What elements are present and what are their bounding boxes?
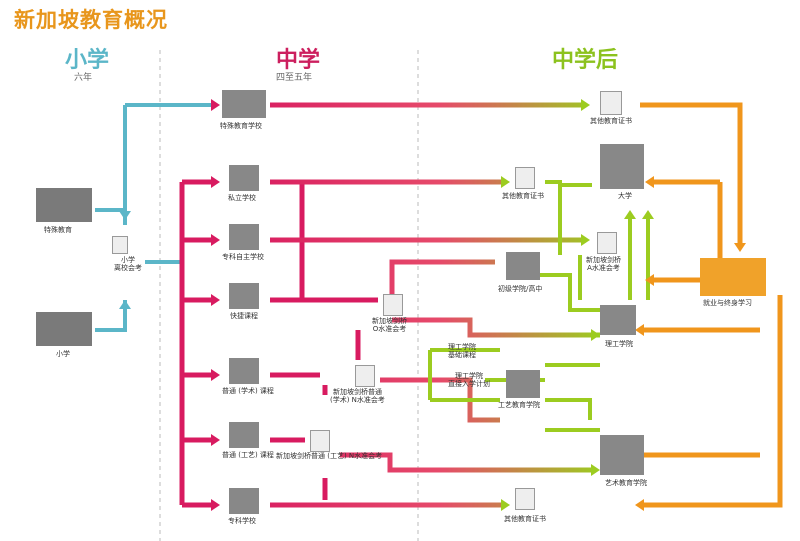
node-nt-level: 新加坡剑桥普通 (工艺) N水准会考 — [276, 452, 383, 460]
stage-secondary-sub: 四至五年 — [276, 73, 313, 83]
city-skyline-icon — [700, 258, 766, 296]
node-poly-direct-entry: 理工学院 直接入学计划 — [448, 372, 490, 389]
university-building-icon — [600, 144, 644, 189]
school-building-icon — [36, 312, 92, 346]
school-building-icon — [229, 224, 259, 250]
node-polytechnic: 理工学院 — [605, 340, 633, 348]
school-building-icon — [229, 165, 259, 191]
certificate-icon — [355, 365, 375, 387]
node-other-cert-mid: 其他教育证书 — [502, 192, 544, 200]
school-building-icon — [229, 283, 259, 309]
pathway-lines — [270, 102, 600, 508]
node-specialised-school: 专科学校 — [228, 517, 256, 525]
node-ite: 工艺教育学院 — [498, 401, 540, 409]
career-flow — [640, 102, 783, 508]
node-special-school: 特殊教育学校 — [220, 122, 262, 130]
certificate-icon — [383, 294, 403, 316]
node-express-course: 快捷课程 — [230, 312, 258, 320]
node-normal-technical: 普通 (工艺) 课程 — [222, 451, 274, 459]
certificate-icon — [600, 91, 622, 115]
node-special-education: 特殊教育 — [44, 226, 72, 234]
node-career: 就业与终身学习 — [703, 299, 752, 307]
node-junior-college: 初级学院/高中 — [498, 285, 543, 293]
node-independent-school: 专科自主学校 — [222, 253, 264, 261]
page-title: 新加坡教育概况 — [14, 8, 168, 32]
primary-flow — [95, 103, 215, 332]
node-o-level: 新加坡剑桥 O水准会考 — [372, 317, 407, 334]
certificate-icon — [112, 236, 128, 254]
node-poly-foundation: 理工学院 基础课程 — [448, 343, 476, 360]
node-arts-institution: 艺术教育学院 — [605, 479, 647, 487]
stage-post-label: 中学后 — [552, 48, 619, 73]
node-primary-school: 小学 — [56, 350, 70, 358]
certificate-icon — [515, 488, 535, 510]
node-private-school: 私立学校 — [228, 194, 256, 202]
school-building-icon — [229, 358, 259, 384]
school-building-icon — [222, 90, 266, 118]
node-other-cert-bottom: 其他教育证书 — [504, 515, 546, 523]
school-building-icon — [36, 188, 92, 222]
school-building-icon — [229, 422, 259, 448]
school-building-icon — [600, 435, 644, 475]
stage-primary-sub: 六年 — [74, 73, 93, 83]
node-a-level: 新加坡剑桥 A水准会考 — [586, 256, 621, 273]
school-building-icon — [229, 488, 259, 514]
school-building-icon — [506, 370, 540, 398]
stage-secondary-label: 中学 — [276, 48, 321, 73]
node-university: 大学 — [618, 192, 632, 200]
school-building-icon — [506, 252, 540, 280]
node-normal-academic: 普通 (学术) 课程 — [222, 387, 274, 395]
node-na-level: 新加坡剑桥普通 (学术) N水准会考 — [330, 388, 385, 405]
node-other-cert-top: 其他教育证书 — [590, 117, 632, 125]
certificate-icon — [515, 167, 535, 189]
certificate-icon — [597, 232, 617, 254]
node-psle: 小学 离校会考 — [114, 256, 142, 273]
certificate-icon — [310, 430, 330, 452]
school-building-icon — [600, 305, 636, 335]
stage-primary-label: 小学 — [65, 48, 110, 73]
arrowheads — [119, 99, 746, 511]
